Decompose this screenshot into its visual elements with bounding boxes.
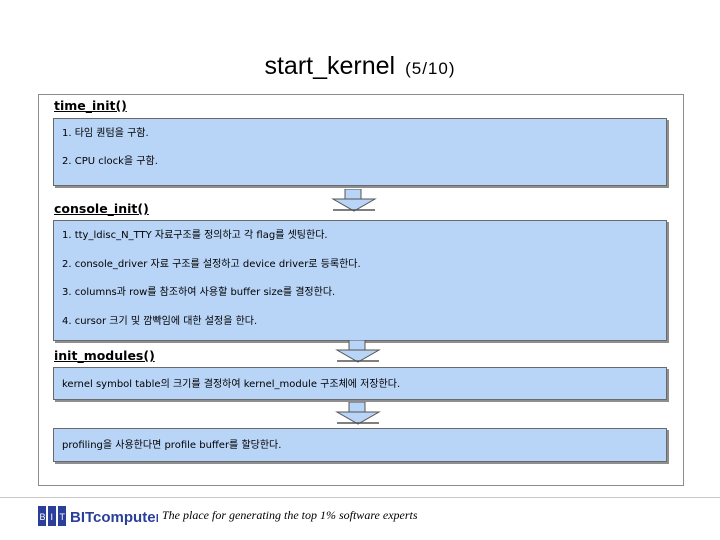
svg-text:T: T xyxy=(60,512,66,522)
down-arrow-icon xyxy=(335,402,381,425)
svg-text:BITcomputer: BITcomputer xyxy=(70,509,158,526)
footer-divider xyxy=(0,497,720,498)
console-init-box: 1. tty_ldisc_N_TTY 자료구조를 정의하고 각 flag를 셋팅… xyxy=(53,220,667,341)
init-modules-box: kernel symbol table의 크기를 결정하여 kernel_mod… xyxy=(53,367,667,400)
profiling-box: profiling을 사용한다면 profile buffer를 할당한다. xyxy=(53,428,667,462)
slide-footer: B I T BITcomputer The place for generati… xyxy=(0,497,720,537)
console-init-line-4: 4. cursor 크기 및 깜빡임에 대한 설정을 한다. xyxy=(62,316,258,327)
time-init-box: 1. 타임 퀀텀을 구함. 2. CPU clock을 구함. xyxy=(53,118,667,186)
page-number: (5/10) xyxy=(405,59,456,78)
footer-tagline: The place for generating the top 1% soft… xyxy=(162,508,418,522)
section-label-time-init: time_init() xyxy=(54,98,127,113)
bit-logo-icon: B I T BITcomputer xyxy=(38,506,158,526)
profiling-line-1: profiling을 사용한다면 profile buffer를 할당한다. xyxy=(62,440,282,451)
down-arrow-icon xyxy=(335,340,381,363)
time-init-line-2: 2. CPU clock을 구함. xyxy=(62,156,158,167)
svg-text:B: B xyxy=(40,512,46,522)
section-label-init-modules: init_modules() xyxy=(54,348,155,363)
title-text: start_kernel xyxy=(264,52,396,80)
down-arrow-icon xyxy=(331,189,377,212)
time-init-line-1: 1. 타임 퀀텀을 구함. xyxy=(62,128,149,139)
slide-title: start_kernel (5/10) xyxy=(0,52,720,81)
console-init-line-3: 3. columns과 row를 참조하여 사용할 buffer size를 결… xyxy=(62,287,336,298)
console-init-line-1: 1. tty_ldisc_N_TTY 자료구조를 정의하고 각 flag를 셋팅… xyxy=(62,230,328,241)
svg-text:I: I xyxy=(51,512,54,522)
init-modules-line-1: kernel symbol table의 크기를 결정하여 kernel_mod… xyxy=(62,379,401,390)
section-label-console-init: console_init() xyxy=(54,201,149,216)
console-init-line-2: 2. console_driver 자료 구조를 설정하고 device dri… xyxy=(62,259,361,270)
